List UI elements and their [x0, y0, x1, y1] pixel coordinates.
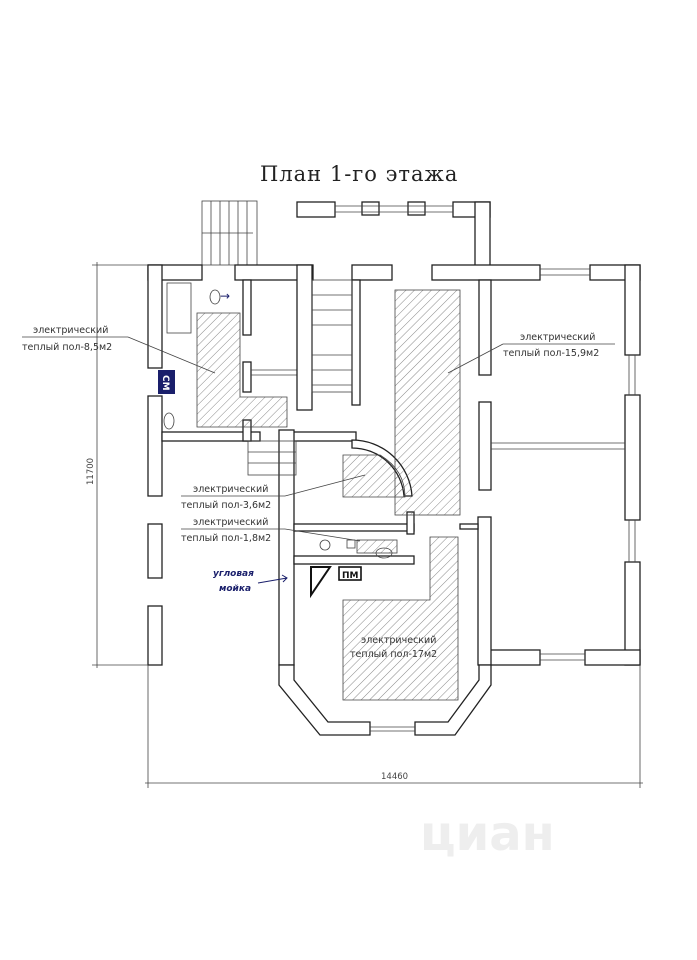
dimension-width: 14460: [381, 772, 408, 782]
heating-label-2-line2: теплый пол-15,9м2: [503, 348, 599, 359]
heated-floor-areas: [196, 289, 461, 701]
washer-box: [158, 370, 175, 394]
heating-label-3-line2: теплый пол-3,6м2: [181, 500, 271, 511]
plan-title: План 1-го этажа: [260, 162, 458, 186]
fixtures: →: [163, 282, 393, 599]
shower-drain-icon: [346, 539, 356, 549]
entrance-stairs: [201, 200, 258, 266]
handwritten-corner-sink-2: мойка: [219, 584, 251, 594]
heating-label-2-line1: электрический: [520, 332, 595, 343]
handwritten-corner-sink-1: угловая: [213, 569, 254, 579]
walls: [147, 201, 641, 736]
arrow-icon: [257, 574, 288, 584]
interior-stairs: [247, 279, 353, 476]
dishwasher-box: [338, 566, 362, 581]
dimension-height: 11700: [86, 458, 96, 485]
corner-sink-icon: [310, 566, 332, 599]
washer-label: СМ: [160, 375, 170, 391]
heating-label-3-line1: электрический: [193, 484, 268, 495]
heating-label-4-line2: теплый пол-1,8м2: [181, 533, 271, 544]
heating-label-4-line1: электрический: [193, 517, 268, 528]
dimension-lines: [92, 262, 643, 788]
watermark: циан: [420, 806, 555, 862]
heating-label-5-line2: теплый пол-17м2: [350, 649, 437, 660]
dishwasher-label: ПМ: [342, 571, 359, 581]
heating-label-5-line1: электрический: [361, 635, 436, 646]
heating-label-1-line2: теплый пол-8,5м2: [22, 342, 112, 353]
sink-icon: [163, 412, 175, 430]
toilet-icon: [319, 539, 331, 551]
heating-label-1-line1: электрический: [33, 325, 108, 336]
leader-lines: [22, 336, 615, 542]
arrow-icon: →: [220, 289, 230, 303]
bathtub-icon: [166, 282, 192, 334]
toilet-icon: [209, 289, 221, 305]
